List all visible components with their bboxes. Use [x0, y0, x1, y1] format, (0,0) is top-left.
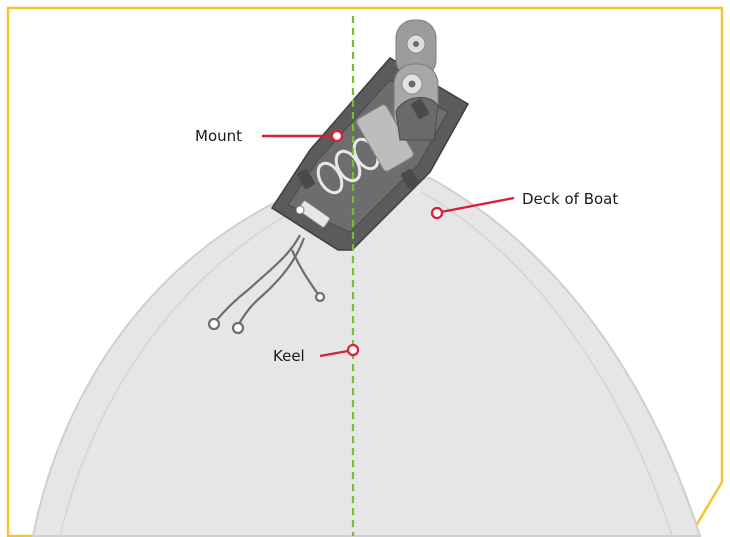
mount-label: Mount [195, 127, 242, 145]
trolling-motor-mount-icon [270, 19, 470, 251]
hull-inner-line [59, 191, 673, 537]
boat-hull [31, 176, 702, 537]
deck-callout: Deck of Boat [430, 190, 618, 220]
mount-callout: Mount [195, 127, 344, 145]
ring-marker-icon [330, 129, 344, 143]
deck-label: Deck of Boat [522, 190, 618, 208]
ring-marker-icon [346, 343, 360, 357]
keel-label: Keel [273, 347, 305, 365]
power-cables [207, 234, 326, 335]
keel-callout: Keel [273, 343, 360, 365]
ring-marker-icon [430, 206, 444, 220]
